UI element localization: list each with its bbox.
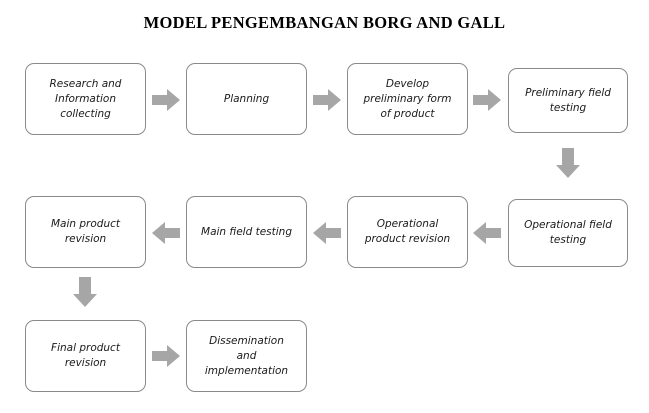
arrow-main-testing-to-main-revision: [152, 221, 180, 245]
node-label: Research and Information collecting: [49, 77, 122, 120]
node-label: Operational field testing: [524, 219, 612, 246]
node-dissemination-and-implementation[interactable]: Dissemination and implementation: [186, 320, 307, 392]
node-planning[interactable]: Planning: [186, 63, 307, 135]
arrow-develop-to-preliminary-testing: [473, 88, 501, 112]
arrow-operational-revision-to-main-testing: [313, 221, 341, 245]
node-label: Dissemination and implementation: [204, 334, 289, 377]
node-develop-preliminary-form-of-product[interactable]: Develop preliminary form of product: [347, 63, 468, 135]
node-label: Develop preliminary form of product: [363, 77, 452, 120]
arrow-final-revision-to-dissemination: [152, 344, 180, 368]
page-title: MODEL PENGEMBANGAN BORG AND GALL: [143, 13, 506, 32]
node-preliminary-field-testing[interactable]: Preliminary field testing: [508, 68, 628, 133]
node-label: Operational product revision: [364, 218, 451, 245]
arrow-operational-testing-to-operational-revision: [473, 221, 501, 245]
node-label: Preliminary field testing: [525, 86, 611, 114]
node-operational-field-testing[interactable]: Operational field testing: [508, 199, 628, 267]
arrow-main-revision-to-final-revision: [72, 277, 98, 308]
node-operational-product-revision[interactable]: Operational product revision: [347, 196, 468, 268]
node-main-field-testing[interactable]: Main field testing: [186, 196, 307, 268]
arrow-planning-to-develop: [313, 88, 341, 112]
node-label: Main product revision: [50, 218, 121, 245]
node-final-product-revision[interactable]: Final product revision: [25, 320, 146, 392]
node-label: Final product revision: [51, 342, 120, 369]
node-label: Planning: [223, 92, 270, 105]
arrow-research-to-planning: [152, 88, 180, 112]
node-label: Main field testing: [201, 225, 292, 238]
arrow-preliminary-testing-to-operational-testing: [555, 148, 581, 179]
node-research-and-information-collecting[interactable]: Research and Information collecting: [25, 63, 146, 135]
node-main-product-revision[interactable]: Main product revision: [25, 196, 146, 268]
